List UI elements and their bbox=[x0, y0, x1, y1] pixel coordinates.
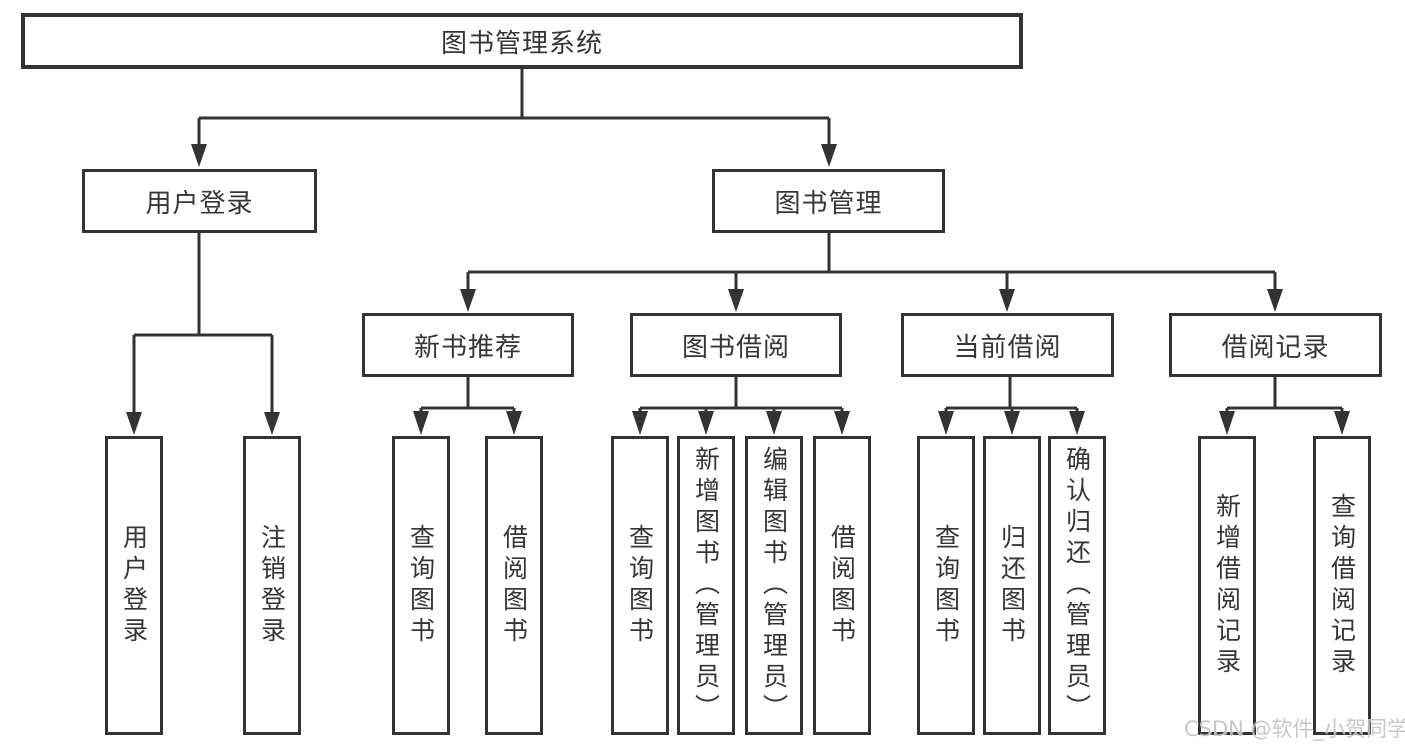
leaf-query-books-borrow: 查询图书 bbox=[611, 436, 669, 735]
leaf-label: 注销登录 bbox=[257, 523, 287, 648]
leaf-confirm-return-admin: 确认归还（管理员） bbox=[1048, 436, 1106, 735]
csdn-watermark: CSDN @软件_小贺同学 bbox=[1184, 717, 1405, 741]
leaf-label: 借阅图书 bbox=[499, 523, 529, 648]
leaf-label: 查询图书 bbox=[931, 523, 961, 648]
node-book-management: 图书管理 bbox=[712, 169, 945, 233]
leaf-add-borrow-record: 新增借阅记录 bbox=[1198, 436, 1256, 735]
arrow-down-icon bbox=[766, 411, 782, 435]
leaf-label: 新增借阅记录 bbox=[1212, 492, 1242, 679]
arrow-down-icon bbox=[632, 411, 648, 435]
arrow-down-icon bbox=[698, 411, 714, 435]
arrow-down-icon bbox=[1334, 411, 1350, 435]
arrow-down-icon bbox=[834, 411, 850, 435]
arrow-down-icon bbox=[460, 289, 476, 312]
arrow-down-icon bbox=[1219, 411, 1235, 435]
leaf-logout: 注销登录 bbox=[243, 436, 301, 735]
connector-current-borrow-children bbox=[944, 377, 1079, 414]
connector-new-book-children bbox=[419, 377, 516, 414]
arrow-down-icon bbox=[938, 411, 954, 435]
leaf-query-books-recommend: 查询图书 bbox=[392, 436, 450, 735]
arrow-down-icon bbox=[191, 144, 207, 167]
leaf-query-borrow-record: 查询借阅记录 bbox=[1313, 436, 1371, 735]
arrow-down-icon bbox=[821, 144, 837, 167]
arrow-down-icon bbox=[126, 412, 142, 435]
leaf-query-books-current: 查询图书 bbox=[917, 436, 975, 735]
connector-user-login-children bbox=[132, 233, 274, 414]
node-book-borrow: 图书借阅 bbox=[630, 313, 842, 377]
connector-book-management-children bbox=[466, 233, 1277, 291]
leaf-label: 借阅图书 bbox=[827, 523, 857, 648]
node-current-borrow: 当前借阅 bbox=[901, 313, 1114, 377]
leaf-return-books: 归还图书 bbox=[983, 436, 1041, 735]
connector-book-borrow-children bbox=[638, 377, 844, 414]
leaf-label: 查询图书 bbox=[406, 523, 436, 648]
arrow-down-icon bbox=[264, 412, 280, 435]
leaf-label: 新增图书（管理员） bbox=[691, 446, 721, 725]
arrow-down-icon bbox=[413, 411, 429, 435]
leaf-edit-books-admin: 编辑图书（管理员） bbox=[745, 436, 803, 735]
node-new-book-recommend: 新书推荐 bbox=[362, 313, 574, 377]
arrow-down-icon bbox=[1004, 411, 1020, 435]
leaf-label: 查询图书 bbox=[625, 523, 655, 648]
arrow-down-icon bbox=[999, 289, 1015, 312]
arrow-down-icon bbox=[728, 289, 744, 312]
leaf-label: 确认归还（管理员） bbox=[1062, 446, 1092, 725]
leaf-add-books-admin: 新增图书（管理员） bbox=[677, 436, 735, 735]
leaf-borrow-books: 借阅图书 bbox=[813, 436, 871, 735]
connector-root-to-level2 bbox=[197, 67, 831, 146]
leaf-label: 归还图书 bbox=[997, 523, 1027, 648]
leaf-borrow-books-recommend: 借阅图书 bbox=[485, 436, 543, 735]
leaf-user-login: 用户登录 bbox=[105, 436, 163, 735]
leaf-label: 查询借阅记录 bbox=[1327, 492, 1357, 679]
arrow-down-icon bbox=[506, 411, 522, 435]
arrow-down-icon bbox=[1069, 411, 1085, 435]
leaf-label: 用户登录 bbox=[119, 523, 149, 648]
connector-borrow-records-children bbox=[1225, 377, 1344, 414]
arrow-down-icon bbox=[1267, 289, 1283, 312]
node-library-management-system: 图书管理系统 bbox=[21, 13, 1023, 69]
node-borrow-records: 借阅记录 bbox=[1169, 313, 1382, 377]
node-user-login: 用户登录 bbox=[82, 169, 317, 233]
leaf-label: 编辑图书（管理员） bbox=[759, 446, 789, 725]
